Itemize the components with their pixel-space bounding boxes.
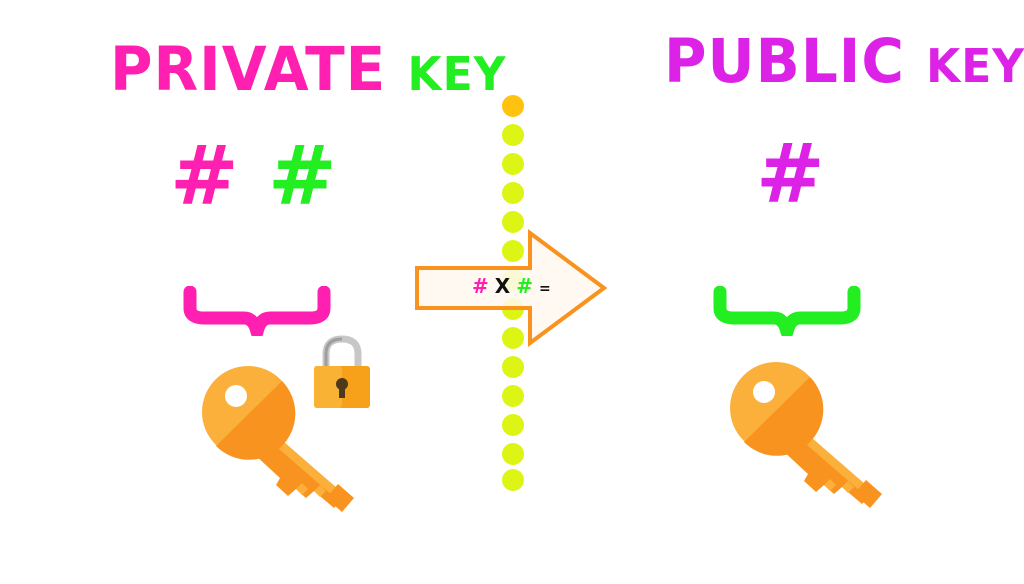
private-title-word: Private (110, 33, 387, 105)
divider-dot (502, 385, 524, 407)
divider-dot (502, 153, 524, 175)
formula-hash-green: # (516, 274, 533, 298)
public-key-title: Public key (664, 31, 1024, 92)
private-hash-green: # (268, 129, 337, 224)
divider-dot (502, 95, 524, 117)
private-hash-pink: # (170, 129, 239, 224)
arrow-formula: #X# = (472, 276, 557, 296)
divider-dot (502, 211, 524, 233)
private-key-title-word: key (407, 48, 507, 102)
divider-dot (502, 443, 524, 465)
public-title-word: Public (664, 25, 905, 97)
arrow-icon (415, 229, 608, 347)
divider-dot (502, 414, 524, 436)
private-key-title: Private key (110, 39, 507, 100)
public-key-title-word: key (926, 40, 1024, 94)
formula-hash-pink: # (472, 274, 489, 298)
formula-times: X (494, 274, 511, 298)
divider-dot (502, 469, 524, 491)
divider-dot (502, 356, 524, 378)
public-brace-icon (713, 286, 861, 336)
divider-dot (502, 182, 524, 204)
padlock-icon (314, 335, 370, 408)
public-key-icon (730, 362, 882, 508)
divider-dot (502, 327, 524, 349)
private-key-icon (202, 366, 354, 512)
divider-dot (502, 240, 524, 262)
formula-equals: = (538, 281, 551, 297)
public-hash: # (756, 127, 825, 222)
private-brace-icon (183, 286, 331, 336)
divider-dot (502, 124, 524, 146)
